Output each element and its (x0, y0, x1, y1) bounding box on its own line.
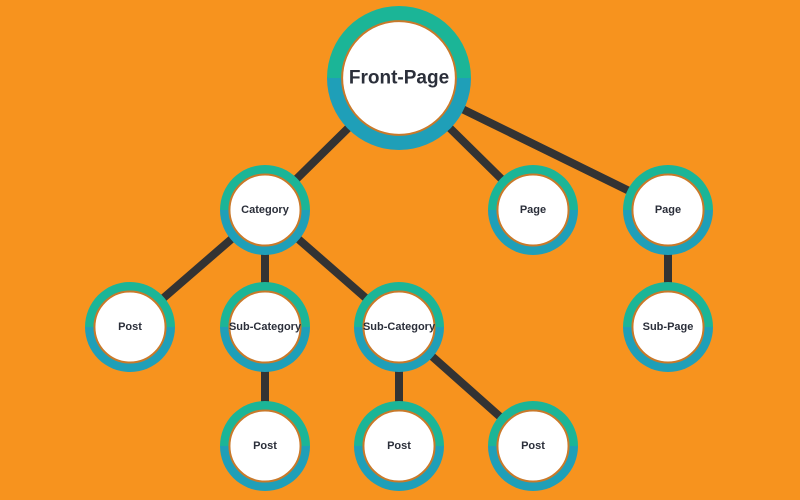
node-label: Post (118, 321, 142, 333)
node-label: Sub-Category (363, 321, 436, 333)
node-center (362, 290, 436, 364)
node-page-2: Page (623, 165, 713, 255)
node-sub-category-1: Sub-Category (220, 282, 310, 372)
node-center (496, 409, 570, 483)
node-center (93, 290, 167, 364)
node-label: Sub-Category (229, 321, 302, 333)
node-center (631, 290, 705, 364)
node-center (341, 20, 457, 136)
node-sub-category-2: Sub-Category (354, 282, 444, 372)
node-label: Page (520, 204, 546, 216)
node-label: Front-Page (349, 68, 449, 89)
node-label: Post (521, 440, 545, 452)
node-sub-page: Sub-Page (623, 282, 713, 372)
node-center (631, 173, 705, 247)
node-center (362, 409, 436, 483)
node-label: Page (655, 204, 681, 216)
node-center (496, 173, 570, 247)
node-front-page: Front-Page (327, 6, 471, 150)
node-post-1: Post (85, 282, 175, 372)
node-label: Post (387, 440, 411, 452)
node-center (228, 409, 302, 483)
node-center (228, 290, 302, 364)
node-label: Category (241, 204, 290, 216)
node-post-2: Post (220, 401, 310, 491)
node-post-4: Post (488, 401, 578, 491)
node-post-3: Post (354, 401, 444, 491)
node-label: Sub-Page (643, 321, 694, 333)
node-center (228, 173, 302, 247)
node-category: Category (220, 165, 310, 255)
node-page-1: Page (488, 165, 578, 255)
node-label: Post (253, 440, 277, 452)
